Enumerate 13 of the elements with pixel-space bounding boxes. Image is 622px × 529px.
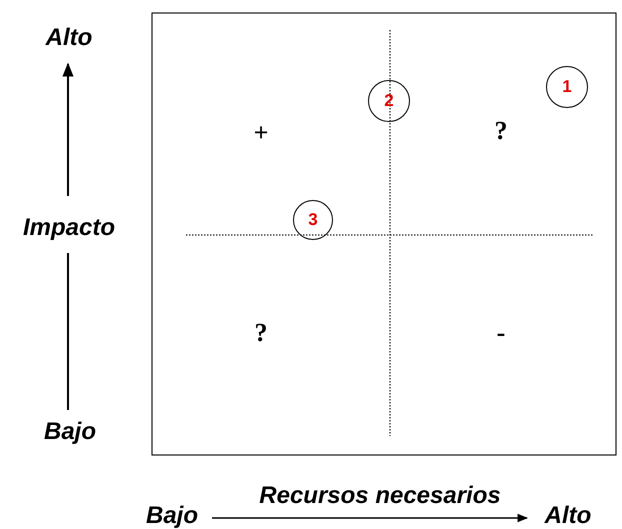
quadrant-symbol: + — [254, 120, 268, 146]
numbered-circle: 1 — [546, 66, 588, 108]
numbered-circle: 3 — [293, 200, 333, 240]
numbered-circle: 2 — [368, 80, 410, 122]
quadrant-symbol: ? — [254, 320, 268, 346]
quadrant-symbol: - — [496, 320, 506, 346]
axis-label: Bajo — [44, 420, 96, 444]
axis-label: Recursos necesarios — [259, 484, 501, 508]
axis-label: Alto — [46, 26, 92, 50]
quadrant-symbol: ? — [494, 118, 508, 144]
axis-label: Alto — [544, 504, 592, 528]
axis-label: Impacto — [23, 216, 115, 240]
axis-label: Bajo — [146, 504, 198, 528]
